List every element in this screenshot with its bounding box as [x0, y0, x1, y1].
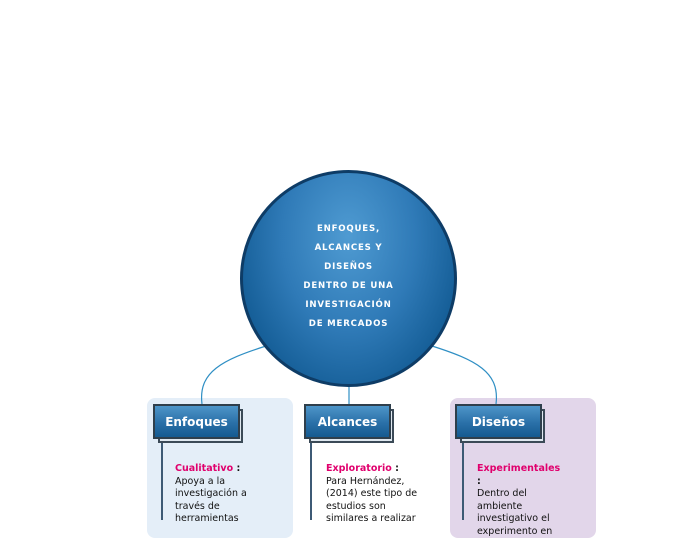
enfoques-stem	[161, 440, 163, 520]
subtopic-exploratorio-colon: :	[391, 463, 399, 474]
subtopic-exploratorio-text: Para Hernández, (2014) este tipo de estu…	[326, 475, 418, 525]
subtopic-cualitativo-text: Apoya a la investigación a través de her…	[175, 475, 247, 525]
topic-enfoques-label: Enfoques	[153, 404, 240, 439]
central-topic-text: ENFOQUES, ALCANCES Y DISEÑOS DENTRO DE U…	[303, 223, 394, 329]
topic-disenos-label: Diseños	[455, 404, 542, 439]
connector-disenos	[431, 345, 498, 405]
disenos-stem	[462, 440, 464, 520]
central-topic-node[interactable]: ENFOQUES, ALCANCES Y DISEÑOS DENTRO DE U…	[240, 170, 457, 387]
alcances-stem	[310, 440, 312, 520]
connector-enfoques	[200, 345, 267, 405]
subtopic-cualitativo-term: Cualitativo	[175, 463, 234, 474]
mind-map-canvas: ENFOQUES, ALCANCES Y DISEÑOS DENTRO DE U…	[147, 170, 596, 538]
topic-alcances[interactable]: Alcances	[304, 404, 394, 443]
subtopic-cualitativo-colon: :	[233, 463, 241, 474]
subtopic-cualitativo[interactable]: Cualitativo : Apoya a la investigación a…	[175, 463, 263, 526]
topic-disenos[interactable]: Diseños	[455, 404, 545, 443]
subtopic-experimentales-term: Experimentales	[477, 463, 561, 474]
connector-lines	[200, 345, 498, 405]
subtopic-experimentales[interactable]: Experimentales : Dentro del ambiente inv…	[477, 463, 565, 538]
subtopic-experimentales-text: Dentro del ambiente investigativo el exp…	[477, 488, 553, 537]
subtopic-exploratorio-term: Exploratorio	[326, 463, 392, 474]
subtopic-exploratorio[interactable]: Exploratorio : Para Hernández, (2014) es…	[326, 463, 418, 526]
subtopic-experimentales-colon: :	[477, 475, 481, 487]
topic-enfoques[interactable]: Enfoques	[153, 404, 243, 443]
topic-alcances-label: Alcances	[304, 404, 391, 439]
